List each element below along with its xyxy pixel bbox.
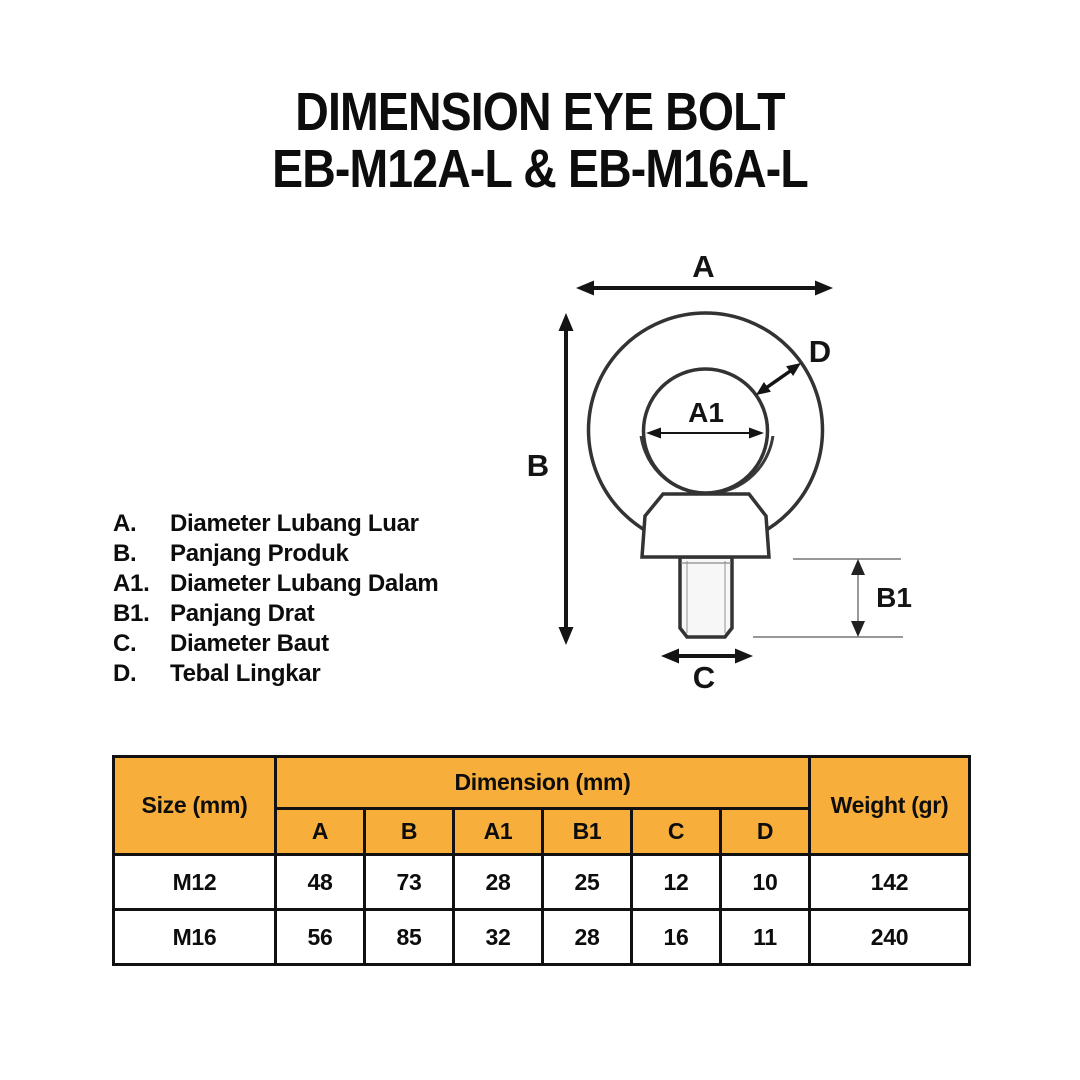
value-cell: 32 <box>452 908 544 966</box>
dimension-table: Size (mm) Dimension (mm) Weight (gr) A B… <box>112 755 971 966</box>
col-header-a1: A1 <box>452 807 544 856</box>
value-cell: 10 <box>719 853 811 911</box>
dim-d-arrowhead-upper <box>786 363 801 376</box>
dim-d-label: D <box>809 334 831 369</box>
dim-b1-label: B1 <box>876 582 912 613</box>
value-cell: 12 <box>630 853 722 911</box>
col-header-b1: B1 <box>541 807 633 856</box>
dim-b-label: B <box>527 448 549 483</box>
table-row-m16: M16 56 85 32 28 16 11 240 <box>112 908 971 966</box>
legend-label: Tebal Lingkar <box>170 660 321 687</box>
legend-key: B1. <box>113 600 150 627</box>
weight-cell: 142 <box>808 853 971 911</box>
col-header-b: B <box>363 807 455 856</box>
table-header-row: Size (mm) Dimension (mm) Weight (gr) <box>112 755 971 856</box>
title-line-2: EB-M12A-L & EB-M16A-L <box>272 139 809 199</box>
dim-b1-arrowhead-bottom <box>851 621 865 637</box>
dim-a-arrowhead-right <box>815 280 833 296</box>
legend-item-d: D. Tebal Lingkar <box>113 659 438 689</box>
title-line-1: DIMENSION EYE BOLT <box>295 82 785 142</box>
legend-item-a1: A1. Diameter Lubang Dalam <box>113 569 439 599</box>
legend-key: D. <box>113 660 137 687</box>
dim-d-line <box>764 369 793 390</box>
dim-a1-label: A1 <box>688 397 724 428</box>
collar <box>640 492 771 559</box>
value-cell: 16 <box>630 908 722 966</box>
col-header-d: D <box>719 807 811 856</box>
dim-a-label: A <box>692 249 714 284</box>
value-cell: 85 <box>363 908 455 966</box>
legend-key: A. <box>113 510 137 537</box>
ring-inner-circle <box>641 367 770 495</box>
dim-b1-arrowhead-top <box>851 559 865 575</box>
legend-label: Diameter Baut <box>170 630 329 657</box>
value-cell: 11 <box>719 908 811 966</box>
weight-cell: 240 <box>808 908 971 966</box>
size-cell: M12 <box>112 853 277 911</box>
size-header-cell: Size (mm) <box>112 755 277 856</box>
col-header-a: A <box>274 807 366 856</box>
value-cell: 28 <box>541 908 633 966</box>
dim-a1-arrowhead-right <box>749 427 764 439</box>
legend-key: C. <box>113 630 137 657</box>
value-cell: 25 <box>541 853 633 911</box>
legend-item-b: B. Panjang Produk <box>113 539 438 569</box>
dim-c-label: C <box>693 660 715 695</box>
dim-c-arrowhead-right <box>735 648 753 664</box>
legend-item-c: C. Diameter Baut <box>113 629 438 659</box>
dim-a-arrowhead-left <box>576 280 594 296</box>
table-row-m12: M12 48 73 28 25 12 10 142 <box>112 853 971 911</box>
legend-key: A1. <box>113 570 150 597</box>
value-cell: 73 <box>363 853 455 911</box>
page-title: DIMENSION EYE BOLT EB-M12A-L & EB-M16A-L <box>76 84 1005 198</box>
value-cell: 48 <box>274 853 366 911</box>
dim-b-arrowhead-bottom <box>558 627 574 645</box>
size-cell: M16 <box>112 908 277 966</box>
table-subheader-row: A B A1 B1 C D <box>114 807 970 856</box>
value-cell: 28 <box>452 853 544 911</box>
dim-d-arrowhead-lower <box>756 382 771 395</box>
col-header-c: C <box>630 807 722 856</box>
value-cell: 56 <box>274 908 366 966</box>
legend-label: Panjang Produk <box>170 540 349 567</box>
dim-c-arrowhead-left <box>661 648 679 664</box>
dimension-legend: A. Diameter Lubang Luar B. Panjang Produ… <box>113 509 439 689</box>
threaded-stud <box>678 555 734 639</box>
legend-label: Diameter Lubang Dalam <box>170 570 439 597</box>
dimension-header-cell: Dimension (mm) <box>274 755 811 810</box>
legend-label: Diameter Lubang Luar <box>170 510 419 537</box>
eye-bolt-technical-drawing: A B A1 D C B1 <box>527 249 912 695</box>
legend-key: B. <box>113 540 137 567</box>
dim-b-arrowhead-top <box>558 313 574 331</box>
weight-header-cell: Weight (gr) <box>808 755 971 856</box>
legend-label: Panjang Drat <box>170 600 315 627</box>
dim-a1-arrowhead-left <box>646 427 661 439</box>
legend-item-b1: B1. Panjang Drat <box>113 599 438 629</box>
legend-item-a: A. Diameter Lubang Luar <box>113 509 438 539</box>
